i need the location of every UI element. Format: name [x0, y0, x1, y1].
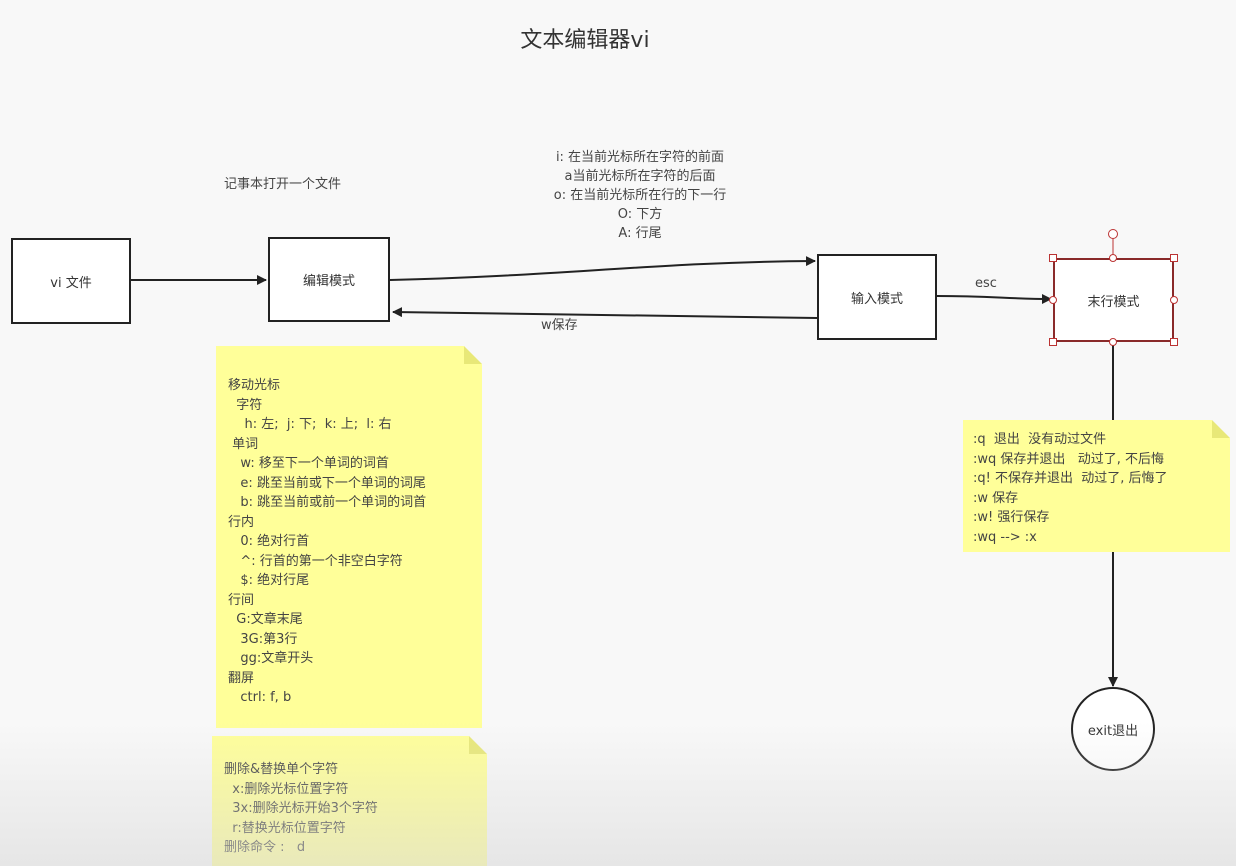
note-line: gg:文章开头 [228, 651, 314, 666]
vi-file-node[interactable]: vi 文件 [11, 238, 131, 324]
note-line: r:替换光标位置字符 [224, 820, 346, 836]
note-line: 行内 [228, 514, 255, 530]
resize-handle-ne[interactable] [1170, 254, 1178, 262]
note-line: G:文章末尾 [228, 612, 303, 627]
note-line: 行间 [228, 592, 255, 608]
note-line: x:删除光标位置字符 [224, 781, 349, 797]
input-mode-node[interactable]: 输入模式 [817, 254, 937, 340]
vi-file-label: vi 文件 [50, 275, 92, 291]
exit-label: exit退出 [1087, 723, 1139, 739]
resize-handle-e[interactable] [1170, 296, 1178, 304]
arrow-edit-to-input [389, 256, 816, 281]
edit-mode-node[interactable]: 编辑模式 [268, 237, 390, 322]
insert-cmd-line: i: 在当前光标所在字符的前面 [555, 150, 725, 165]
note-line: :q 退出 没有动过文件 [973, 432, 1107, 447]
note-line: 删除&替换单个字符 [224, 762, 339, 777]
resize-handle-s[interactable] [1109, 338, 1117, 346]
note-line: 移动光标 [228, 378, 281, 393]
arrow-input-to-lastline [936, 293, 1052, 304]
edit-mode-label: 编辑模式 [302, 274, 355, 289]
note-line: e: 跳至当前或下一个单词的词尾 [228, 475, 426, 491]
note-line: 3x:删除光标开始3个字符 [224, 801, 378, 816]
note-line: 翻屏 [228, 670, 255, 686]
movement-note[interactable]: 移动光标 字符 h: 左; j: 下; k: 上; l: 右 单词 w: 移至下… [216, 346, 482, 728]
note-line: ctrl: f, b [228, 690, 292, 705]
insert-cmd-line: a当前光标所在字符的后面 [564, 169, 716, 184]
note-line: 3G:第3行 [228, 631, 298, 647]
w-save-label: w保存 [541, 318, 578, 333]
note-line: :w! 强行保存 [973, 510, 1050, 525]
lastline-commands-note[interactable]: :q 退出 没有动过文件 :wq 保存并退出 动过了, 不后悔 :q! 不保存并… [963, 420, 1230, 552]
lastline-mode-label: 末行模式 [1087, 294, 1140, 310]
lastline-mode-node[interactable]: 末行模式 [1053, 258, 1174, 342]
rotation-handle[interactable] [1108, 229, 1118, 239]
insert-commands-label: i: 在当前光标所在字符的前面 a当前光标所在字符的后面 o: 在当前光标所在行… [510, 148, 770, 243]
note-line: w: 移至下一个单词的词首 [228, 456, 389, 471]
input-mode-label: 输入模式 [850, 291, 903, 307]
resize-handle-nw[interactable] [1049, 254, 1057, 262]
exit-node[interactable]: exit退出 [1071, 687, 1155, 771]
note-line: 单词 [228, 436, 259, 452]
note-line: :w 保存 [973, 490, 1019, 506]
note-line: h: 左; j: 下; k: 上; l: 右 [228, 417, 392, 432]
diagram-title: 文本编辑器vi [520, 28, 650, 53]
resize-handle-n[interactable] [1109, 254, 1117, 262]
resize-handle-w[interactable] [1049, 296, 1057, 304]
note-line: :wq 保存并退出 动过了, 不后悔 [973, 451, 1165, 467]
note-line: :q! 不保存并退出 动过了, 后悔了 [973, 471, 1168, 486]
note-line: 删除命令 : d [224, 840, 306, 855]
resize-handle-sw[interactable] [1049, 338, 1057, 346]
note-line: $: 绝对行尾 [228, 573, 310, 588]
note-line: :wq --> :x [973, 529, 1037, 545]
resize-handle-se[interactable] [1170, 338, 1178, 346]
insert-cmd-line: A: 行尾 [618, 226, 662, 241]
arrow-input-to-edit [392, 307, 818, 319]
insert-cmd-line: o: 在当前光标所在行的下一行 [553, 188, 727, 203]
note-line: 字符 [228, 397, 263, 413]
delete-note[interactable]: 删除&替换单个字符 x:删除光标位置字符 3x:删除光标开始3个字符 r:替换光… [212, 736, 487, 866]
note-line: b: 跳至当前或前一个单词的词首 [228, 495, 427, 510]
note-line: ^: 行首的第一个非空白字符 [228, 553, 403, 569]
note-line: 0: 绝对行首 [228, 534, 310, 549]
esc-label: esc [975, 276, 997, 291]
insert-cmd-line: O: 下方 [617, 207, 663, 222]
notepad-label: 记事本打开一个文件 [224, 177, 342, 192]
